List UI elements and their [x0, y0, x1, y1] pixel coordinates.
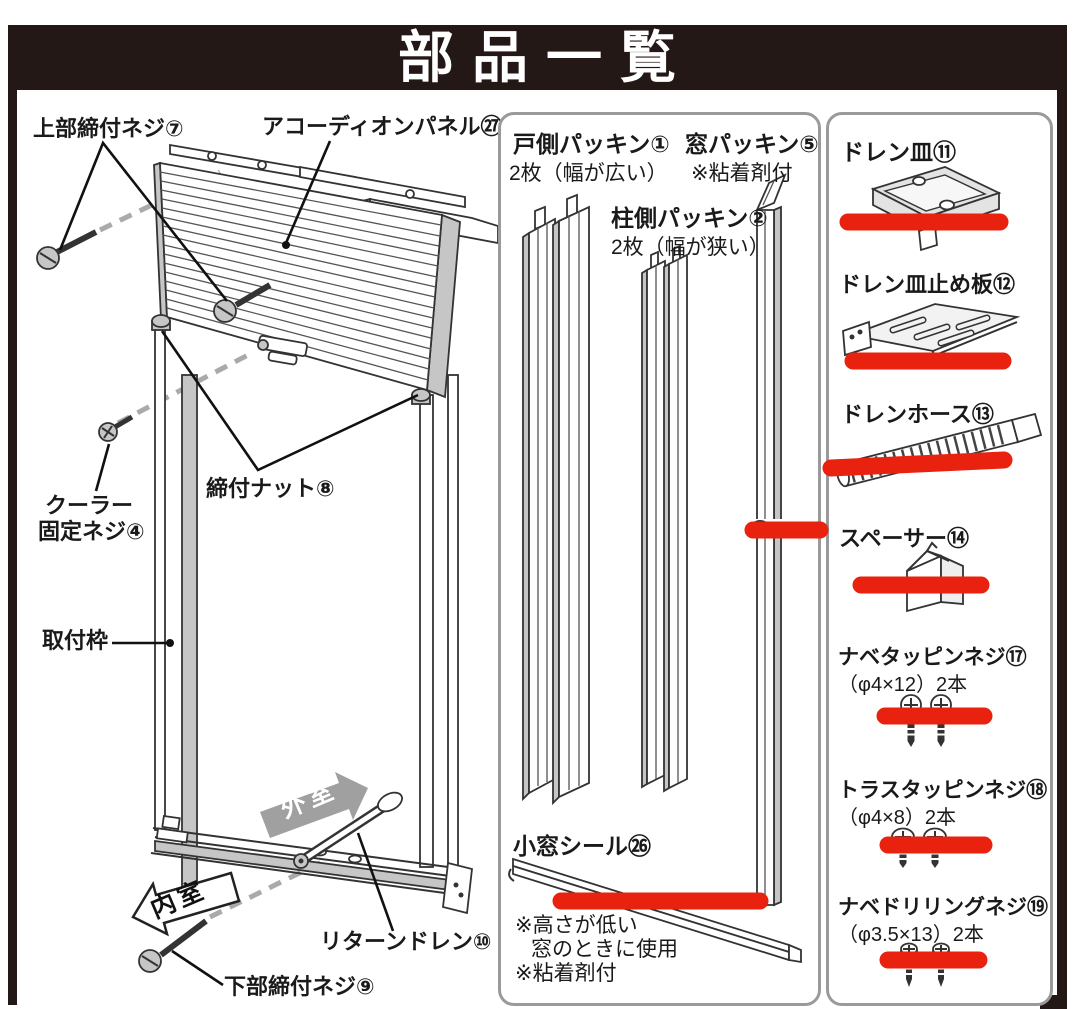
door-packing-label: 戸側パッキン① — [513, 131, 670, 157]
pillar-packing-note: 2枚（幅が狭い） — [611, 236, 770, 259]
cooler-screw-label-1: クーラー — [45, 493, 134, 518]
page-border-left — [8, 25, 17, 1005]
inside-arrow-label: 内室 — [146, 875, 211, 924]
drain-pan-plate-drawing — [842, 303, 1021, 357]
assembly-dashed-lines — [98, 169, 441, 920]
truss-tapping-screw-spec: （φ4×8）2本 — [838, 807, 957, 829]
mounting-frame-drawing — [150, 319, 473, 915]
screw-drawings — [36, 229, 431, 973]
return-drain-label: リターンドレン⑩ — [320, 929, 492, 954]
window-packing-drawing — [749, 173, 788, 907]
door-packing-drawing — [522, 193, 590, 806]
seal-note-1: ※高さが低い — [515, 914, 638, 937]
top-screw-label: 上部締付ネジ⑦ — [33, 116, 184, 141]
truss-tapping-screw-label: トラスタッピンネジ⑱ — [838, 779, 1048, 802]
outside-arrow-label: 外室 — [276, 775, 341, 824]
window-packing-note: ※粘着剤付 — [691, 162, 793, 185]
drain-parts-panel: ドレン皿⑪ ドレン皿止め板⑫ ドレンホース⑬ スペーサー⑭ ナベタッピンネジ⑰ … — [826, 112, 1053, 1006]
drain-hose-label: ドレンホース⑬ — [841, 402, 994, 427]
door-packing-note: 2枚（幅が広い） — [509, 162, 668, 185]
bottom-screw-label: 下部締付ネジ⑨ — [224, 974, 375, 999]
seal-note-3: ※粘着剤付 — [515, 962, 617, 985]
leader-lines — [58, 140, 419, 987]
pan-tapping-screw-spec: （φ4×12）2本 — [838, 674, 968, 696]
seal-note-2: 窓のときに使用 — [531, 938, 678, 961]
drain-part-drawings — [836, 166, 1043, 987]
page-border-right — [1057, 25, 1067, 1009]
spacer-label: スペーサー⑭ — [839, 526, 970, 551]
truss-tapping-screws-drawing — [891, 827, 947, 868]
cooler-screw-label-2: 固定ネジ④ — [38, 519, 145, 544]
window-packing-label: 窓パッキン⑤ — [685, 131, 819, 157]
spacer-drawing — [906, 541, 964, 613]
pan-drilling-screw-spec: （φ3.5×13）2本 — [838, 924, 984, 946]
pan-tapping-screws-drawing — [900, 694, 952, 747]
small-window-seal-label: 小窓シール㉖ — [513, 833, 651, 859]
pillar-packing-label: 柱側パッキン② — [611, 205, 768, 231]
pan-drilling-screws-drawing — [900, 942, 950, 987]
pillar-packing-drawing — [641, 244, 688, 793]
mounting-frame-label: 取付枠 — [42, 628, 109, 653]
title-banner: 部品一覧 — [8, 25, 1066, 90]
drain-pan-plate-label: ドレン皿止め板⑫ — [839, 272, 1016, 297]
tightening-nut-label: 締付ナット⑧ — [206, 476, 335, 501]
pan-drilling-screw-label: ナベドリリングネジ⑲ — [838, 896, 1048, 919]
packing-panel: 戸側パッキン① 2枚（幅が広い） 窓パッキン⑤ ※粘着剤付 柱側パッキン② 2枚… — [498, 112, 821, 1006]
drain-pan-drawing — [870, 166, 1002, 252]
accordion-panel-drawing — [153, 161, 461, 399]
exploded-diagram-drawing — [36, 140, 499, 987]
drain-pan-label: ドレン皿⑪ — [841, 139, 956, 165]
top-bracket-drawing — [169, 143, 499, 245]
page-title: 部品一覧 — [398, 25, 694, 89]
pan-tapping-screw-label: ナベタッピンネジ⑰ — [838, 646, 1027, 669]
accordion-panel-label: アコーディオンパネル㉗ — [262, 114, 503, 139]
